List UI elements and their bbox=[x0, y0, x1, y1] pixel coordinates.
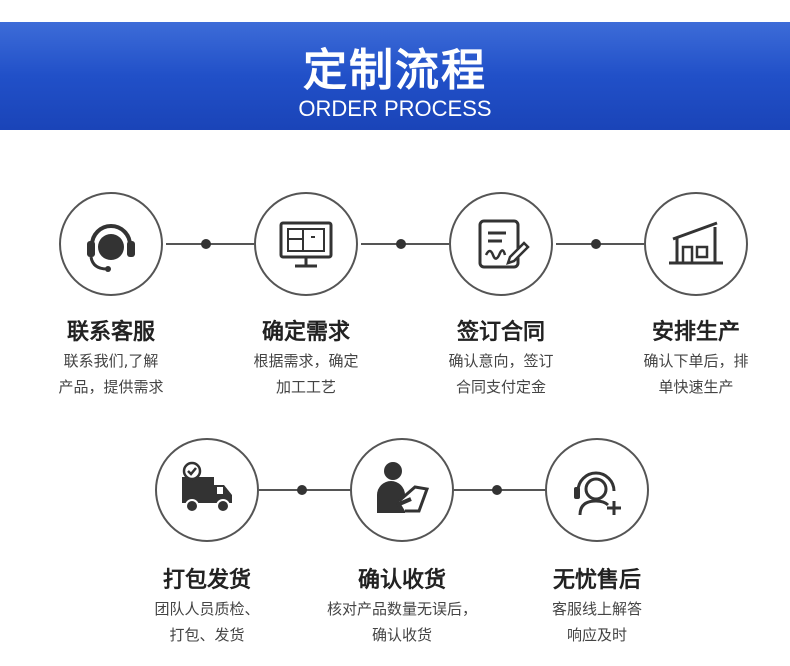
connector-dot bbox=[297, 485, 307, 495]
step-circle bbox=[545, 438, 649, 542]
factory-icon bbox=[669, 221, 723, 265]
step-desc-line2: 打包、发货 bbox=[169, 626, 245, 644]
step-circle bbox=[254, 192, 358, 296]
step-desc-line1: 客服线上解答 bbox=[551, 600, 642, 618]
step-circle bbox=[155, 438, 259, 542]
step-desc-line1: 核对产品数量无误后， bbox=[326, 600, 477, 618]
step-desc-line2: 合同支付定金 bbox=[455, 378, 546, 396]
after-sales-support-icon bbox=[574, 471, 621, 516]
monitor-blueprint-icon bbox=[279, 221, 333, 268]
step-desc-line1: 确认下单后，排 bbox=[643, 352, 749, 370]
step-desc-line2: 确认收货 bbox=[371, 626, 432, 644]
step-title: 确定需求 bbox=[261, 320, 350, 345]
step-desc-line2: 单快速生产 bbox=[658, 378, 734, 396]
step-title: 联系客服 bbox=[66, 320, 155, 345]
step-title: 签订合同 bbox=[456, 320, 545, 345]
step-title: 确认收货 bbox=[357, 568, 446, 593]
step-desc-line1: 确认意向，签订 bbox=[448, 352, 554, 370]
header-banner: 定制流程 ORDER PROCESS bbox=[0, 22, 790, 130]
delivery-truck-icon bbox=[182, 461, 232, 513]
step-circle bbox=[449, 192, 553, 296]
step-desc-line2: 加工工艺 bbox=[275, 378, 336, 396]
step-title: 打包发货 bbox=[162, 568, 251, 593]
step-desc-line2: 响应及时 bbox=[566, 626, 627, 644]
person-signing-icon bbox=[377, 462, 430, 513]
connector-dot bbox=[396, 239, 406, 249]
headset-service-icon bbox=[87, 224, 135, 272]
step-desc-line1: 团队人员质检、 bbox=[154, 600, 260, 618]
step-desc-line1: 根据需求，确定 bbox=[253, 352, 359, 370]
step-desc-line1: 联系我们,了解 bbox=[63, 352, 159, 370]
step-circle bbox=[59, 192, 163, 296]
page-subtitle: ORDER PROCESS bbox=[298, 96, 492, 121]
contract-sign-icon bbox=[478, 219, 530, 269]
step-title: 安排生产 bbox=[651, 320, 740, 345]
page-title: 定制流程 bbox=[303, 45, 487, 96]
step-title: 无忧售后 bbox=[552, 568, 641, 593]
step-desc-line2: 产品，提供需求 bbox=[58, 378, 164, 396]
step-circle bbox=[350, 438, 454, 542]
connector-dot bbox=[492, 485, 502, 495]
connector-dot bbox=[591, 239, 601, 249]
connector-dot bbox=[201, 239, 211, 249]
step-circle bbox=[644, 192, 748, 296]
